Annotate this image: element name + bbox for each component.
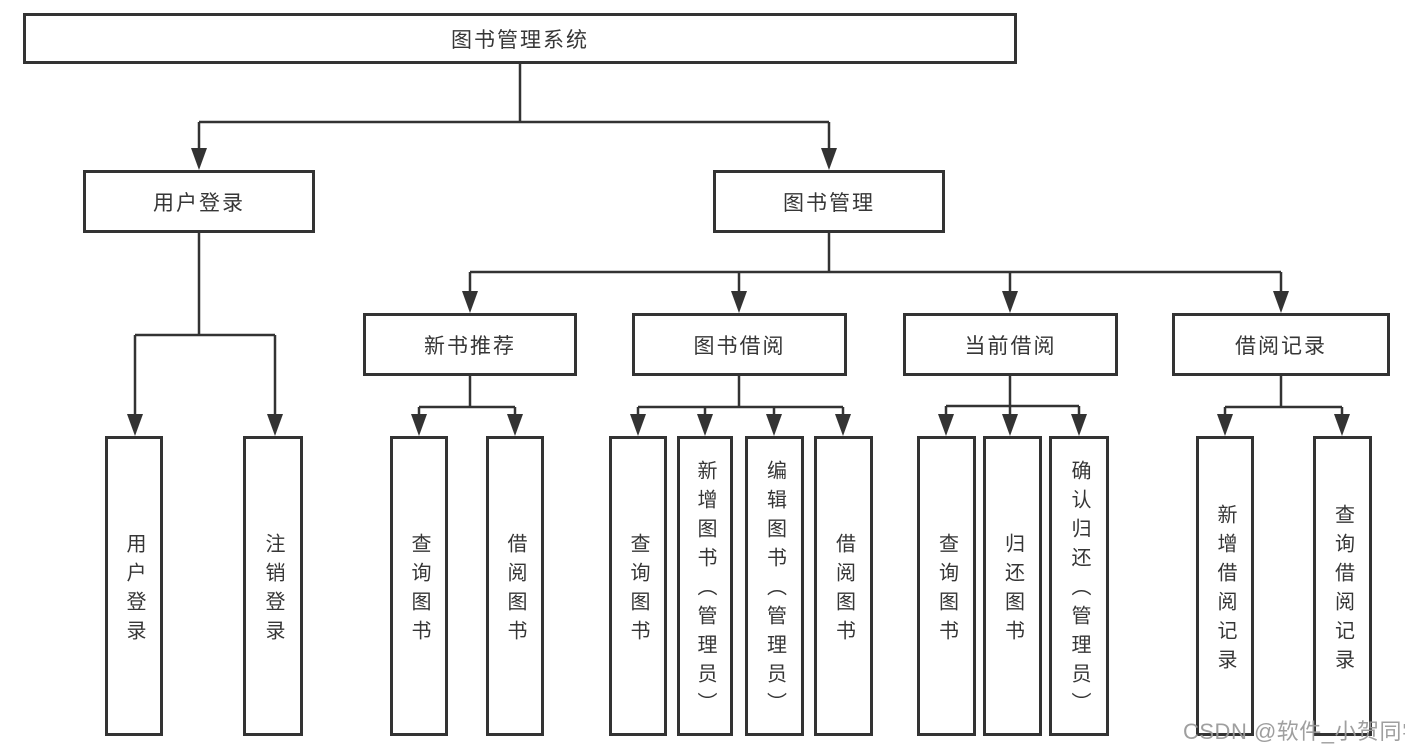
leaf-label: 归还图书 <box>1001 532 1024 649</box>
leaf-label: 查询借阅记录 <box>1331 503 1354 678</box>
leaf-query-borrow-record: 查询借阅记录 <box>1313 436 1372 736</box>
leaf-add-book-admin: 新增图书（管理员） <box>677 436 733 736</box>
leaf-label: 新增借阅记录 <box>1214 503 1236 678</box>
leaf-borrow-books-recommend: 借阅图书 <box>486 436 544 736</box>
node-book-management: 图书管理 <box>713 170 945 233</box>
leaf-user-login: 用户登录 <box>105 436 163 736</box>
node-borrow-records: 借阅记录 <box>1172 313 1390 376</box>
leaf-label: 查询图书 <box>408 532 430 649</box>
node-book-borrow: 图书借阅 <box>632 313 847 376</box>
leaf-label: 注销登录 <box>262 532 284 649</box>
leaf-edit-book-admin: 编辑图书（管理员） <box>745 436 804 736</box>
leaf-query-books-current: 查询图书 <box>917 436 976 736</box>
leaf-label: 查询图书 <box>935 532 958 649</box>
leaf-label: 查询图书 <box>627 532 649 649</box>
leaf-add-borrow-record: 新增借阅记录 <box>1196 436 1254 736</box>
leaf-confirm-return-admin: 确认归还（管理员） <box>1049 436 1109 736</box>
watermark: CSDN @软件_小贺同学 <box>1183 719 1405 744</box>
node-current-borrow: 当前借阅 <box>903 313 1118 376</box>
leaf-return-books: 归还图书 <box>983 436 1042 736</box>
leaf-logout: 注销登录 <box>243 436 303 736</box>
leaf-query-books-borrow: 查询图书 <box>609 436 667 736</box>
leaf-label: 新增图书（管理员） <box>694 460 716 721</box>
leaf-label: 借阅图书 <box>832 532 855 649</box>
node-user-login: 用户登录 <box>83 170 315 233</box>
leaf-label: 编辑图书（管理员） <box>763 460 786 721</box>
arrowhead-icons <box>127 148 1350 436</box>
leaf-label: 确认归还（管理员） <box>1068 460 1090 721</box>
leaf-borrow-books-2: 借阅图书 <box>814 436 873 736</box>
leaf-query-books-recommend: 查询图书 <box>390 436 448 736</box>
leaf-label: 用户登录 <box>123 532 145 649</box>
node-new-book-recommend: 新书推荐 <box>363 313 577 376</box>
node-book-management-system: 图书管理系统 <box>23 13 1017 64</box>
leaf-label: 借阅图书 <box>504 532 526 649</box>
